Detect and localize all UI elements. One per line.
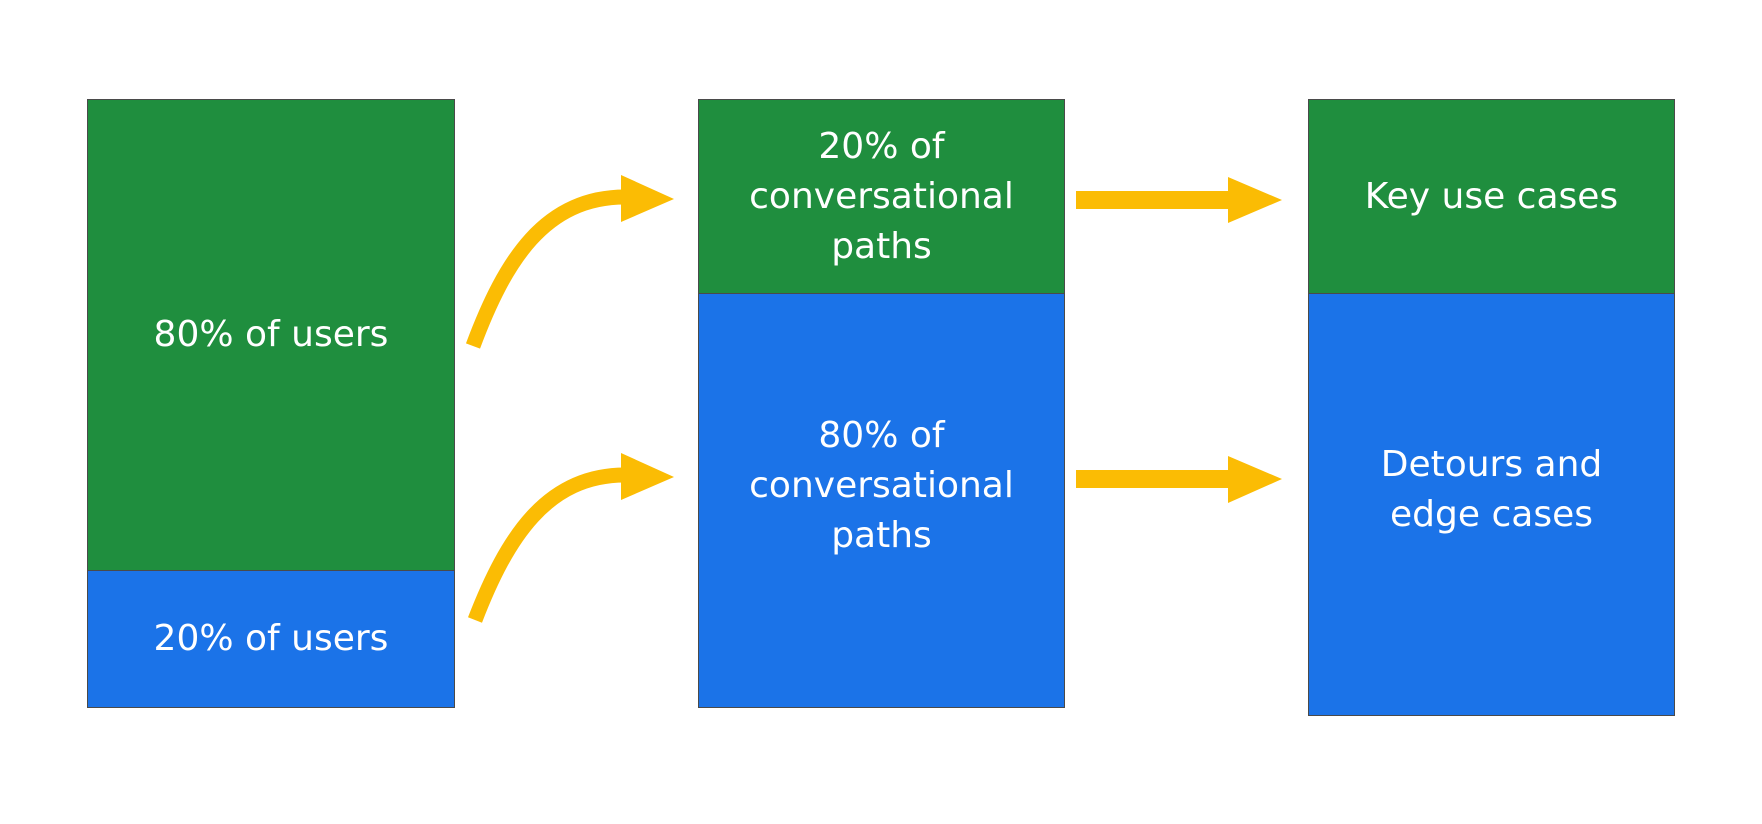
detours-block: Detours and edge cases (1309, 293, 1674, 715)
paths-majority-block: 80% of conversational paths (699, 293, 1064, 707)
paths-column: 20% of conversational paths 80% of conve… (698, 99, 1065, 708)
curved-arrow-upper (465, 175, 674, 349)
users-majority-block: 80% of users (88, 100, 454, 570)
curved-arrow-lower (468, 453, 674, 623)
straight-arrow-lower (1076, 456, 1282, 503)
users-minority-block: 20% of users (88, 570, 454, 707)
paths-minority-block: 20% of conversational paths (699, 100, 1064, 293)
users-column: 80% of users 20% of users (87, 99, 455, 708)
cases-column: Key use cases Detours and edge cases (1308, 99, 1675, 716)
key-use-cases-block: Key use cases (1309, 100, 1674, 293)
straight-arrow-upper (1076, 177, 1282, 223)
